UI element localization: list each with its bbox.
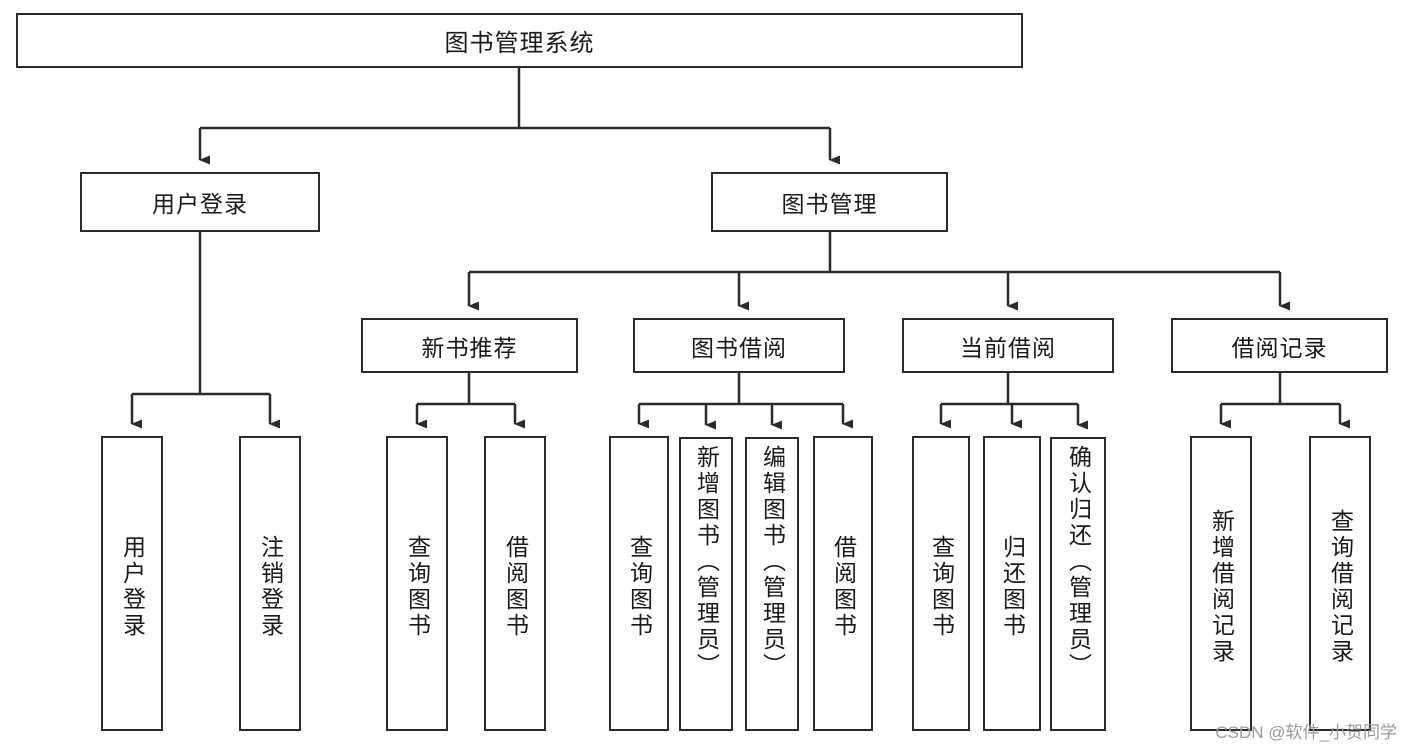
node-leaf-query-book-3-label: 查询图书 <box>928 534 955 639</box>
node-current-borrow[interactable]: 当前借阅 <box>902 318 1114 373</box>
node-leaf-query-book-2[interactable]: 查询图书 <box>609 436 669 731</box>
node-new-book-rec-label: 新书推荐 <box>421 334 518 361</box>
node-leaf-user-login[interactable]: 用户登录 <box>101 436 163 731</box>
node-root[interactable]: 图书管理系统 <box>16 13 1023 68</box>
node-leaf-edit-book-label: 编辑图书（管理员） <box>759 445 786 679</box>
node-leaf-borrow-book-2[interactable]: 借阅图书 <box>813 436 873 731</box>
node-leaf-query-record[interactable]: 查询借阅记录 <box>1309 436 1371 731</box>
node-leaf-query-book-1[interactable]: 查询图书 <box>386 436 448 731</box>
node-user-login[interactable]: 用户登录 <box>80 172 320 232</box>
node-borrow-record[interactable]: 借阅记录 <box>1171 318 1388 373</box>
node-leaf-add-book[interactable]: 新增图书（管理员） <box>679 437 733 731</box>
node-leaf-user-login-label: 用户登录 <box>119 534 146 639</box>
node-book-borrow[interactable]: 图书借阅 <box>633 318 845 373</box>
node-leaf-return-book[interactable]: 归还图书 <box>983 436 1041 731</box>
node-leaf-logout[interactable]: 注销登录 <box>239 436 301 731</box>
node-leaf-confirm-return-label: 确认归还（管理员） <box>1065 445 1092 679</box>
node-root-label: 图书管理系统 <box>444 30 595 57</box>
node-leaf-query-book-3[interactable]: 查询图书 <box>912 436 970 731</box>
node-new-book-rec[interactable]: 新书推荐 <box>361 318 578 373</box>
node-leaf-logout-label: 注销登录 <box>257 534 284 639</box>
node-current-borrow-label: 当前借阅 <box>960 334 1056 361</box>
node-leaf-add-record[interactable]: 新增借阅记录 <box>1190 436 1252 731</box>
node-book-borrow-label: 图书借阅 <box>691 334 787 361</box>
node-book-manage[interactable]: 图书管理 <box>711 172 948 232</box>
node-leaf-query-book-1-label: 查询图书 <box>404 534 431 639</box>
node-leaf-query-book-2-label: 查询图书 <box>626 534 653 639</box>
node-leaf-borrow-book-1[interactable]: 借阅图书 <box>484 436 546 731</box>
node-book-manage-label: 图书管理 <box>781 191 878 217</box>
watermark: CSDN @软件_小贺同学 <box>1215 723 1397 742</box>
node-leaf-add-record-label: 新增借阅记录 <box>1208 508 1235 665</box>
node-leaf-add-book-label: 新增图书（管理员） <box>693 445 720 679</box>
node-leaf-edit-book[interactable]: 编辑图书（管理员） <box>745 437 799 731</box>
node-leaf-confirm-return[interactable]: 确认归还（管理员） <box>1050 437 1106 731</box>
node-leaf-borrow-book-1-label: 借阅图书 <box>502 534 529 639</box>
node-leaf-return-book-label: 归还图书 <box>999 534 1026 639</box>
node-leaf-query-record-label: 查询借阅记录 <box>1327 508 1354 665</box>
node-user-login-label: 用户登录 <box>152 191 248 217</box>
node-borrow-record-label: 借阅记录 <box>1231 334 1328 361</box>
node-leaf-borrow-book-2-label: 借阅图书 <box>830 534 857 639</box>
